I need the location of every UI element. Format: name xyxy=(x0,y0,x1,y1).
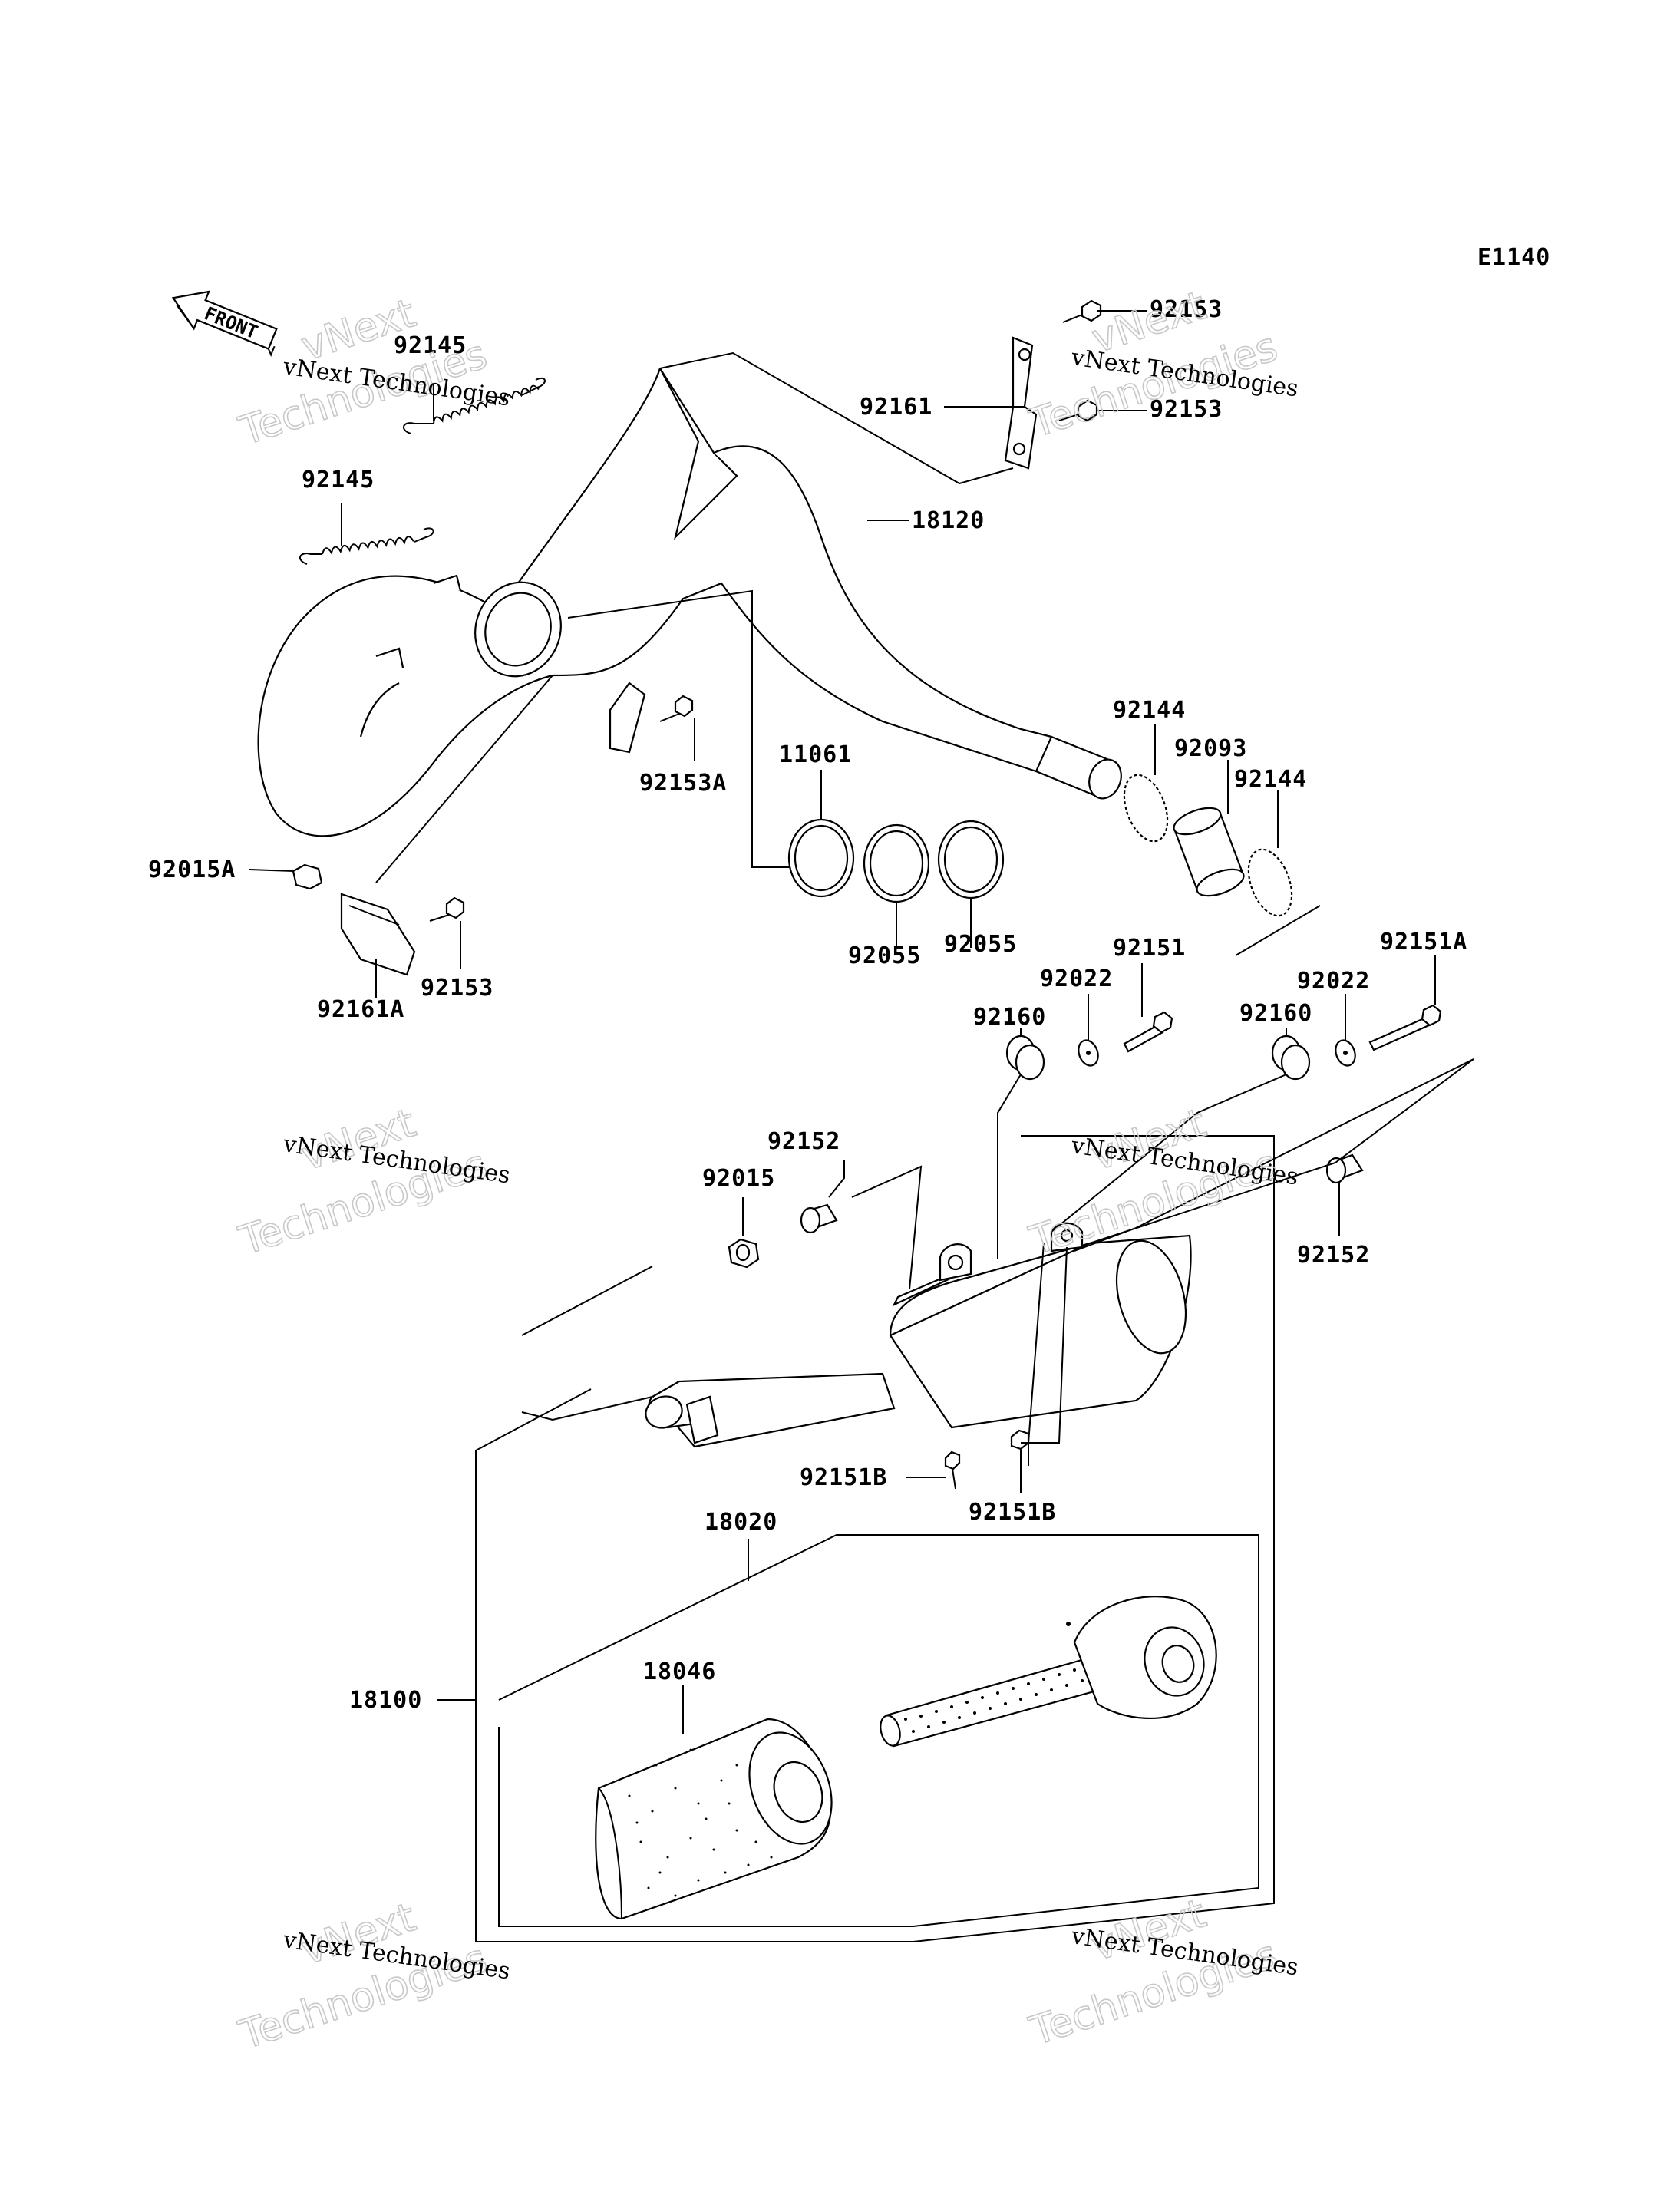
part-label-92160-right: 92160 xyxy=(1239,1000,1312,1027)
part-label-92161: 92161 xyxy=(860,394,932,421)
washer-92022-right xyxy=(1335,1039,1356,1067)
collar-92152-right xyxy=(1325,1153,1364,1184)
nut-92015 xyxy=(728,1238,760,1269)
muffler-18100 xyxy=(645,1222,1192,1448)
watermark-bottom-left: vNext Technologies vNext Technologies xyxy=(233,1894,512,2060)
part-label-18100: 18100 xyxy=(349,1687,422,1714)
part-label-92151A: 92151A xyxy=(1380,929,1467,955)
part-label-92153-upper: 92153 xyxy=(1150,296,1223,323)
exhaust-pipe-18120 xyxy=(257,368,1122,837)
part-label-92022-left: 92022 xyxy=(1040,965,1113,992)
part-label-92152-right: 92152 xyxy=(1297,1242,1370,1269)
part-label-92144-lower: 92144 xyxy=(1234,766,1307,793)
perforation-pattern xyxy=(904,1668,1084,1733)
part-label-92153A: 92153A xyxy=(639,770,727,797)
collar-92152-left xyxy=(800,1203,838,1234)
part-label-92055-right: 92055 xyxy=(944,931,1017,958)
part-label-92144-upper: 92144 xyxy=(1113,697,1186,724)
part-label-18046: 18046 xyxy=(643,1658,716,1685)
bolt-92153-middle xyxy=(1058,399,1098,422)
spring-92144-upper xyxy=(1123,774,1169,843)
silencer-inner-18020 xyxy=(880,1596,1217,1748)
part-label-92093: 92093 xyxy=(1174,735,1247,762)
part-label-92161A: 92161A xyxy=(317,996,404,1023)
bracket-92161 xyxy=(1004,336,1038,470)
nut-92015A xyxy=(292,863,323,890)
gasket-11061 xyxy=(787,818,855,898)
part-label-92145-lower: 92145 xyxy=(302,467,375,493)
part-label-92151B-left: 92151B xyxy=(800,1464,887,1491)
bolt-92153A xyxy=(659,695,694,722)
part-label-92151: 92151 xyxy=(1113,935,1186,962)
part-label-92152-left: 92152 xyxy=(767,1128,840,1155)
part-label-11061: 11061 xyxy=(779,741,852,768)
watermark-middle-left: vNext Technologies vNext Technologies xyxy=(233,1100,512,1266)
part-label-92055-left: 92055 xyxy=(848,942,921,969)
leader-lines xyxy=(249,310,1474,1942)
joint-92093 xyxy=(1173,807,1245,897)
packing-18046 xyxy=(595,1718,833,1920)
grommet-92160-right xyxy=(1271,1035,1311,1081)
part-label-92153-middle: 92153 xyxy=(1150,396,1223,423)
part-label-18120: 18120 xyxy=(912,507,985,534)
bracket-92161A xyxy=(340,893,416,976)
bolt-92151A xyxy=(1368,1004,1442,1051)
bolt-92151 xyxy=(1123,1011,1173,1053)
gasket-92055-a xyxy=(863,823,930,903)
part-label-92153-lower: 92153 xyxy=(421,975,493,1002)
spring-92145-upper xyxy=(403,377,546,434)
grommet-92160-left xyxy=(1005,1035,1045,1081)
packing-texture xyxy=(628,1748,773,1897)
bolt-92151B-right xyxy=(1010,1429,1030,1450)
spring-92144-lower xyxy=(1247,848,1293,917)
part-label-92145-upper: 92145 xyxy=(394,332,467,359)
part-label-92160-left: 92160 xyxy=(973,1004,1046,1031)
gasket-92055-b xyxy=(937,820,1005,899)
diagram-code: E1140 xyxy=(1477,244,1550,271)
watermark-top-left: vNext Technologies vNext Technologies xyxy=(233,290,512,456)
front-arrow-icon: FRONT xyxy=(171,290,278,357)
front-label: FRONT xyxy=(201,302,260,343)
part-label-18020: 18020 xyxy=(705,1509,777,1536)
bolt-92151B-left xyxy=(944,1450,961,1490)
bolt-92153-lower xyxy=(429,896,465,922)
part-label-92015: 92015 xyxy=(702,1165,775,1192)
watermark-bottom-right: vNext Technologies vNext Technologies xyxy=(1024,1890,1300,2056)
bolt-92153-upper xyxy=(1062,299,1102,323)
part-label-92022-right: 92022 xyxy=(1297,968,1370,995)
part-label-92015A: 92015A xyxy=(148,856,236,883)
spring-92145-lower xyxy=(299,527,434,565)
part-label-92151B-right: 92151B xyxy=(969,1499,1056,1526)
washer-92022-left xyxy=(1078,1039,1099,1067)
